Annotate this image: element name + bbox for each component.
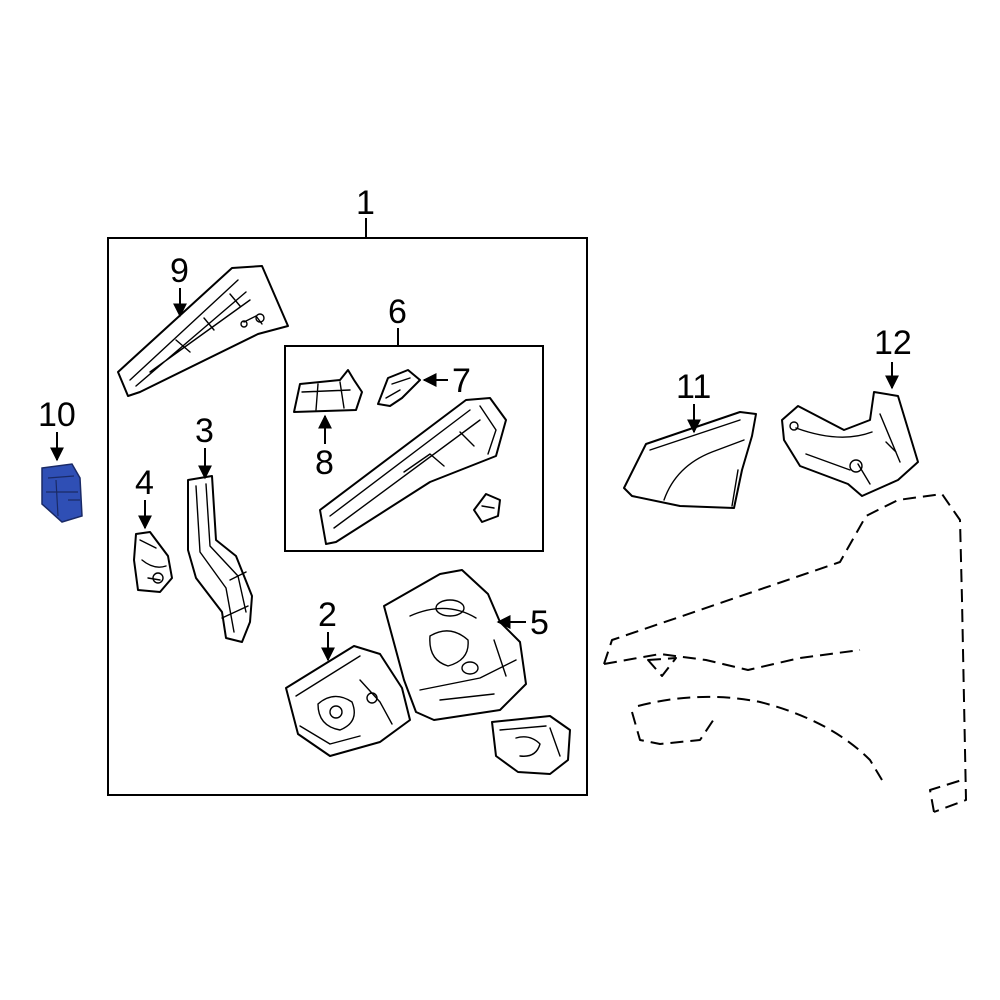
part-5-wheel-housing[interactable] (383, 569, 527, 721)
callout-11[interactable]: 11 (676, 368, 711, 406)
callout-5[interactable]: 5 (530, 604, 549, 642)
callout-2[interactable]: 2 (318, 596, 337, 634)
part-3-apron-brace[interactable] (187, 475, 253, 643)
part-2-side-member[interactable] (285, 645, 411, 757)
callout-4[interactable]: 4 (135, 464, 154, 502)
part-6-inner-rail[interactable] (319, 397, 507, 545)
part-7-plate[interactable] (377, 369, 421, 407)
callout-7[interactable]: 7 (452, 362, 471, 400)
callout-9[interactable]: 9 (170, 252, 189, 290)
part-6-cap[interactable] (473, 493, 501, 523)
callout-6[interactable]: 6 (388, 293, 407, 331)
part-4-bracket[interactable] (133, 531, 173, 593)
subassembly-frame (284, 345, 544, 552)
part-9-upper-rail[interactable] (117, 265, 289, 397)
callout-1[interactable]: 1 (356, 184, 375, 222)
fender-outline-reference (603, 493, 967, 813)
part-11-fender-liner[interactable] (623, 411, 757, 509)
callout-12[interactable]: 12 (874, 324, 912, 362)
assembly-frame (107, 237, 588, 796)
part-12-support-bracket[interactable] (781, 391, 919, 497)
part-5-lower-bracket[interactable] (491, 715, 571, 775)
callout-3[interactable]: 3 (195, 412, 214, 450)
callout-8[interactable]: 8 (315, 444, 334, 482)
callout-10[interactable]: 10 (38, 396, 76, 434)
part-8-gusset[interactable] (293, 369, 363, 413)
part-10-bracket-highlighted[interactable] (41, 463, 83, 523)
